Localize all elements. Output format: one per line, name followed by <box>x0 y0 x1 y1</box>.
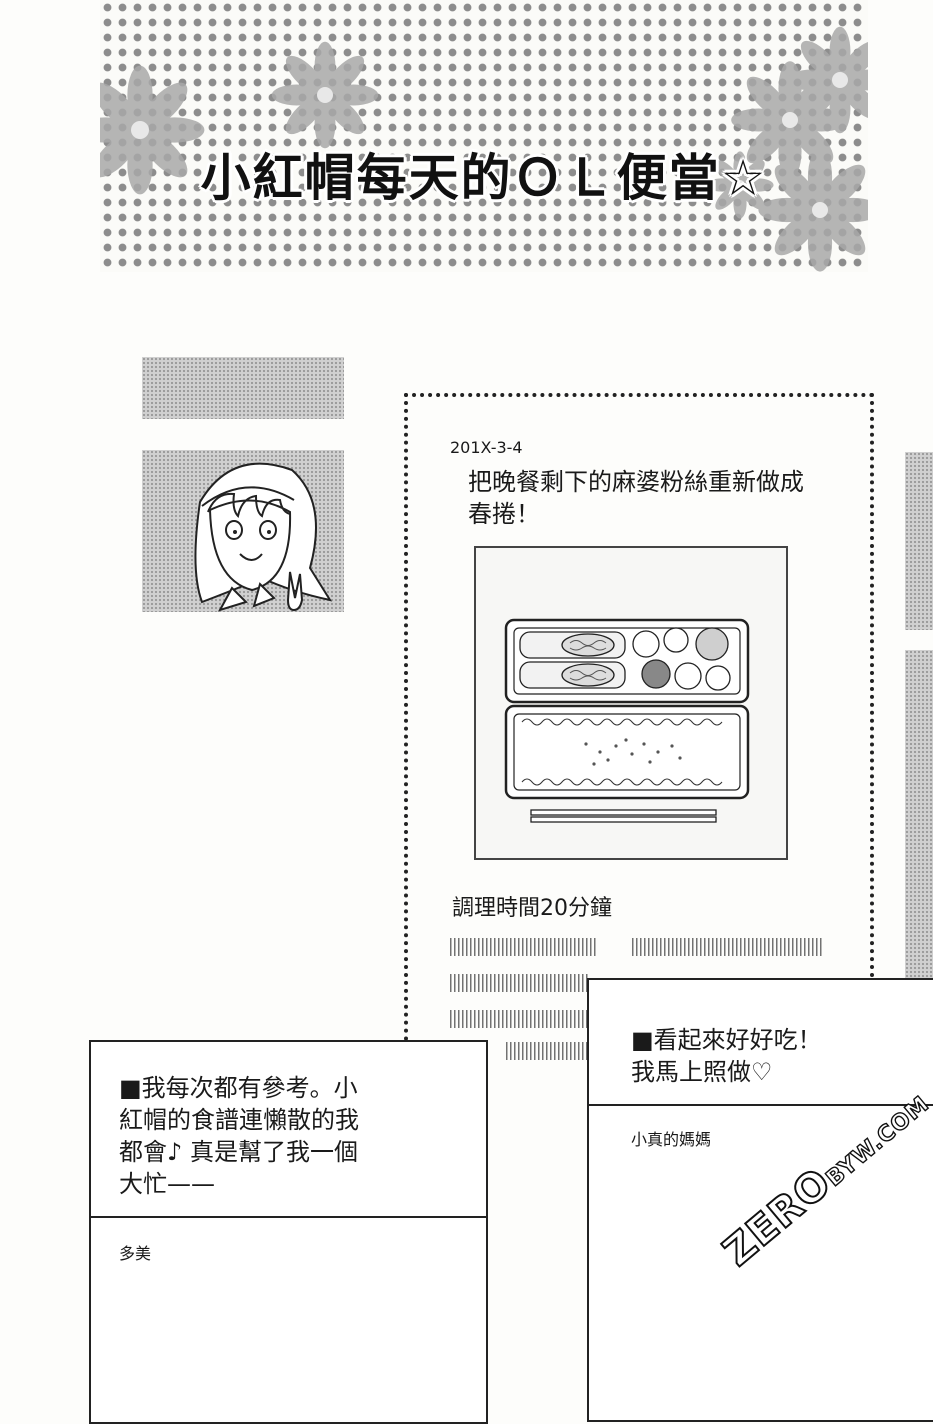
cook-time: 調理時間20分鐘 <box>452 896 612 921</box>
title-banner: 小紅帽每天的ＯＬ便當☆ <box>100 0 868 272</box>
flower-decoration-icon <box>100 26 868 272</box>
profile-name-bar <box>142 357 344 419</box>
comment-card: ■看起來好好吃！我馬上照做♡ 小真的媽媽 <box>587 978 933 1422</box>
post-headline[interactable]: 把晚餐剩下的麻婆粉絲重新做成春捲！ <box>468 468 804 528</box>
body-text-placeholder <box>450 1010 590 1028</box>
body-text-placeholder <box>506 1042 590 1060</box>
body-text-placeholder <box>450 974 590 992</box>
blog-post-card <box>404 393 874 1097</box>
avatar[interactable] <box>142 450 344 612</box>
red-riding-hood-avatar-icon <box>194 462 333 612</box>
bento-photo[interactable] <box>474 546 788 860</box>
comment-text: ■看起來好好吃！我馬上照做♡ <box>631 1026 822 1086</box>
comment-card: ■我每次都有參考。小紅帽的食譜連懶散的我都會♪ 真是幫了我一個大忙—— 多美 <box>89 1040 488 1424</box>
comment-text: ■我每次都有參考。小紅帽的食譜連懶散的我都會♪ 真是幫了我一個大忙—— <box>119 1074 359 1198</box>
side-panel-strip <box>905 452 933 630</box>
body-text-placeholder <box>632 938 824 956</box>
side-panel-strip <box>905 650 933 980</box>
body-text-placeholder <box>450 938 596 956</box>
post-date: 201X-3-4 <box>450 438 523 457</box>
comment-divider <box>589 1104 933 1106</box>
page-title: 小紅帽每天的ＯＬ便當☆ <box>200 149 768 207</box>
comment-divider <box>91 1216 486 1218</box>
bento-box-icon <box>504 618 750 823</box>
comment-author[interactable]: 多美 <box>119 1244 152 1263</box>
comment-author[interactable]: 小真的媽媽 <box>631 1130 712 1149</box>
